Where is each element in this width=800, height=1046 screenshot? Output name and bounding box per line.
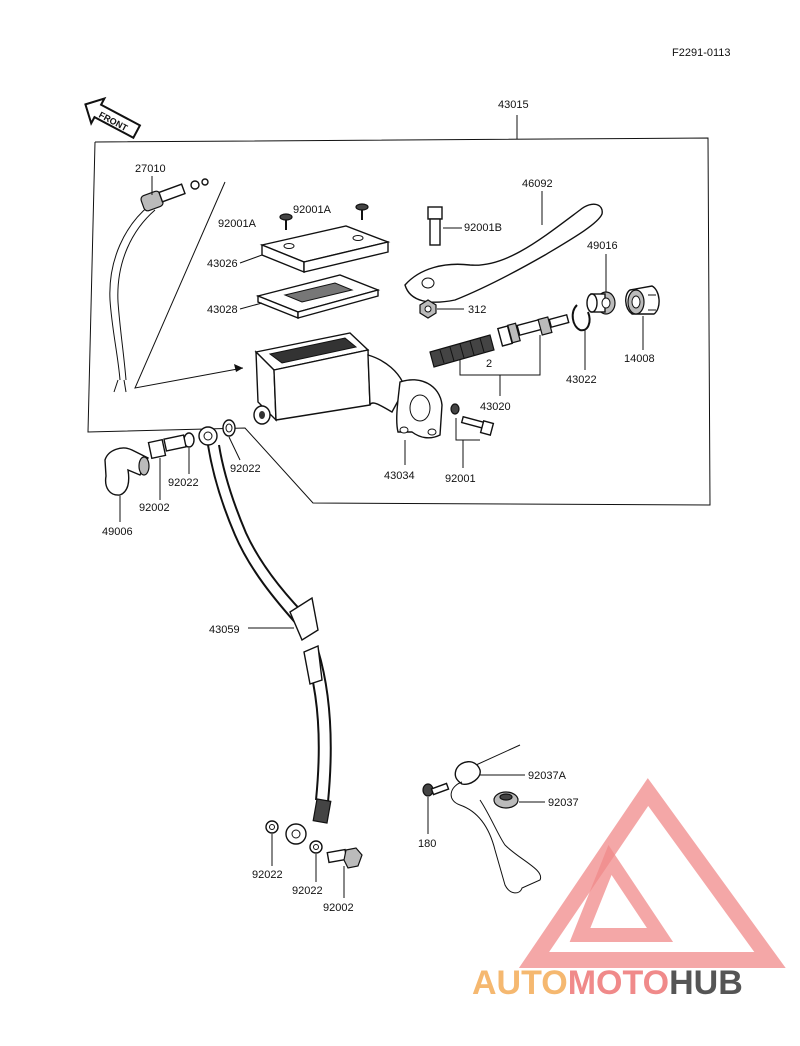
label-92001: 92001 [445, 473, 476, 485]
label-43015: 43015 [498, 99, 529, 111]
bolt-92002-lower [326, 847, 363, 869]
label-180: 180 [418, 838, 436, 850]
bolt-92001 [450, 403, 495, 436]
piston-assembly-43020 [429, 313, 570, 368]
brake-hose-43059 [207, 444, 332, 845]
label-46092: 46092 [522, 178, 553, 190]
cap-49006 [104, 447, 150, 496]
grommet-92037 [493, 791, 519, 809]
label-14008: 14008 [624, 353, 655, 365]
reservoir-cap-43026 [259, 225, 391, 274]
bolt-180 [422, 782, 450, 797]
logo-text-hub: HUB [669, 964, 743, 1002]
label-92022-a: 92022 [168, 477, 199, 489]
pivot-bolt-92001B [427, 206, 443, 246]
label-92022-d: 92022 [292, 885, 323, 897]
label-49006: 49006 [102, 526, 133, 538]
label-92002-a: 92002 [139, 502, 170, 514]
label-92022-b: 92022 [230, 463, 261, 475]
label-92001A-left: 92001A [218, 218, 257, 230]
logo-text-auto: AUTO [472, 964, 568, 1002]
front-arrow: FRONT [84, 96, 142, 140]
label-92022-c: 92022 [252, 869, 283, 881]
banjo-top [147, 419, 236, 460]
switch-location-arrow [134, 181, 244, 389]
figure-code: F2291-0113 [672, 47, 731, 59]
cover-14008 [625, 285, 660, 315]
switch-27010 [109, 178, 209, 393]
screw-92001A-right [355, 203, 369, 220]
lever-46092 [404, 203, 603, 303]
label-27010: 27010 [135, 163, 166, 175]
diaphragm-43028 [255, 274, 381, 320]
label-43028: 43028 [207, 304, 238, 316]
screw-92001A-left [279, 213, 293, 230]
lower-washers [265, 820, 323, 854]
label-43026: 43026 [207, 258, 238, 270]
label-92001B: 92001B [464, 222, 502, 234]
label-43034: 43034 [384, 470, 415, 482]
logo-text: AUTOMOTOHUB [472, 964, 743, 1002]
clamp-43034 [396, 379, 443, 439]
master-cylinder-body [253, 332, 406, 425]
label-92001A-right: 92001A [293, 204, 332, 216]
logo-text-moto: MOTO [568, 964, 669, 1002]
automotohub-logo: AUTOMOTOHUB [472, 778, 786, 1002]
label-312: 312 [468, 304, 486, 316]
nut-312 [419, 299, 437, 319]
label-43022: 43022 [566, 374, 597, 386]
label-43020: 43020 [480, 401, 511, 413]
label-92037: 92037 [548, 797, 579, 809]
boot-49016 [586, 291, 616, 315]
label-43059: 43059 [209, 624, 240, 636]
label-49016: 49016 [587, 240, 618, 252]
label-2: 2 [486, 358, 492, 370]
label-92037A: 92037A [528, 770, 567, 782]
label-92002-b: 92002 [323, 902, 354, 914]
hose-clamp-92037A [450, 744, 542, 894]
assembly-outline [87, 137, 711, 506]
circlip-43022 [571, 304, 591, 332]
